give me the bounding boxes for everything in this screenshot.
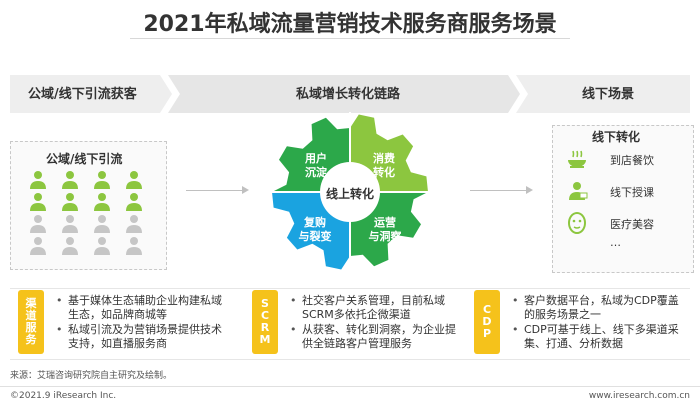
tag-char: R bbox=[260, 321, 270, 334]
website-link[interactable]: www.iresearch.com.cn bbox=[588, 391, 690, 401]
stage-chevrons bbox=[10, 75, 690, 113]
tag-char: P bbox=[482, 327, 492, 340]
teacher-icon bbox=[569, 182, 588, 200]
tag-char: 道 bbox=[25, 309, 37, 322]
stage-label-2: 私域增长转化链路 bbox=[296, 87, 401, 102]
offline-heading: 线下转化 bbox=[592, 130, 641, 144]
person-icon bbox=[94, 237, 110, 255]
scrm-bullets: 社交客户关系管理，目前私域SCRM多依托企微渠道 从获客、转化到洞察，为企业提供… bbox=[286, 294, 458, 352]
tag-cdp: C D P bbox=[474, 290, 500, 354]
tag-char: 务 bbox=[25, 333, 37, 346]
tag-char: C bbox=[482, 303, 492, 316]
bullet-item: 基于媒体生态辅助企业构建私域生态，如品牌商城等 bbox=[52, 294, 230, 322]
person-icon bbox=[62, 215, 78, 233]
bullet-item: 社交客户关系管理，目前私域SCRM多依托企微渠道 bbox=[286, 294, 458, 322]
tag-char: D bbox=[482, 315, 492, 328]
channel-service-bullets: 基于媒体生态辅助企业构建私域生态，如品牌商城等 私域引流及为营销场景提供技术支持… bbox=[52, 294, 230, 352]
tag-char: M bbox=[259, 333, 271, 346]
gear-center-label: 线上转化 bbox=[325, 187, 374, 201]
scene-dining: 到店餐饮 bbox=[566, 148, 686, 174]
arrow-right-icon-2 bbox=[526, 186, 533, 194]
stage-chevron-2 bbox=[168, 75, 520, 113]
person-icon bbox=[62, 193, 78, 211]
gear-hub bbox=[320, 162, 380, 222]
title-underline bbox=[130, 38, 570, 39]
gear-label-operate: 运营 与洞察 bbox=[368, 216, 402, 243]
scene-label-dining: 到店餐饮 bbox=[610, 154, 654, 167]
gear-label-repurchase: 复购 与裂变 bbox=[298, 216, 332, 243]
tag-char: 服 bbox=[25, 321, 37, 334]
stage-label-1: 公域/线下引流获客 bbox=[28, 87, 137, 102]
stage-label-3: 线下场景 bbox=[582, 87, 635, 102]
copyright: ©2021.9 iResearch Inc. bbox=[10, 391, 117, 401]
person-icon bbox=[94, 193, 110, 211]
person-icon bbox=[126, 193, 142, 211]
face-mask-icon bbox=[568, 212, 586, 234]
footer-divider bbox=[0, 386, 700, 387]
stage-chevron-3 bbox=[516, 75, 690, 113]
person-icon bbox=[30, 237, 46, 255]
tag-scrm: S C R M bbox=[252, 290, 278, 354]
stage-chevron-1 bbox=[10, 75, 172, 113]
person-icon bbox=[126, 215, 142, 233]
person-icon bbox=[126, 237, 142, 255]
person-icon bbox=[30, 215, 46, 233]
gear-label-consume: 消费 转化 bbox=[373, 152, 395, 179]
person-icon bbox=[94, 171, 110, 189]
scene-label-teaching: 线下授课 bbox=[610, 186, 654, 199]
bullet-item: CDP可基于线上、线下多渠道采集、打通、分析数据 bbox=[508, 323, 688, 351]
bullet-item: 客户数据平台，私域为CDP覆盖的服务场景之一 bbox=[508, 294, 688, 322]
bullet-item: 从获客、转化到洞察，为企业提供全链路客户管理服务 bbox=[286, 323, 458, 351]
service-band bbox=[10, 288, 690, 360]
gear-label-user: 用户 沉淀 bbox=[305, 152, 327, 179]
scene-label-medical-beauty: 医疗美容 bbox=[610, 218, 654, 231]
person-icon bbox=[62, 237, 78, 255]
cdp-bullets: 客户数据平台，私域为CDP覆盖的服务场景之一 CDP可基于线上、线下多渠道采集、… bbox=[508, 294, 688, 352]
person-icon bbox=[126, 171, 142, 189]
page-title: 2021年私域流量营销技术服务商服务场景 bbox=[143, 12, 557, 37]
person-icon bbox=[94, 215, 110, 233]
arrow-line-left bbox=[186, 190, 242, 191]
arrow-right-icon bbox=[242, 186, 249, 194]
scene-medical-beauty: 医疗美容 bbox=[566, 212, 686, 238]
traffic-heading: 公域/线下引流 bbox=[46, 152, 123, 166]
conversion-gear bbox=[270, 112, 430, 272]
scene-teaching: 线下授课 bbox=[566, 180, 686, 206]
bullet-item: 私域引流及为营销场景提供技术支持，如直播服务商 bbox=[52, 323, 230, 351]
tag-channel-service: 渠 道 服 务 bbox=[18, 290, 44, 354]
scene-more: … bbox=[610, 236, 621, 249]
tag-char: 渠 bbox=[25, 297, 37, 310]
food-bowl-icon bbox=[568, 150, 586, 168]
person-icon bbox=[30, 193, 46, 211]
source-note: 来源：艾瑞咨询研究院自主研究及绘制。 bbox=[10, 371, 173, 381]
arrow-line-right bbox=[470, 190, 526, 191]
person-icon bbox=[30, 171, 46, 189]
person-icon bbox=[62, 171, 78, 189]
tag-char: S bbox=[261, 297, 269, 310]
tag-char: C bbox=[260, 309, 270, 322]
